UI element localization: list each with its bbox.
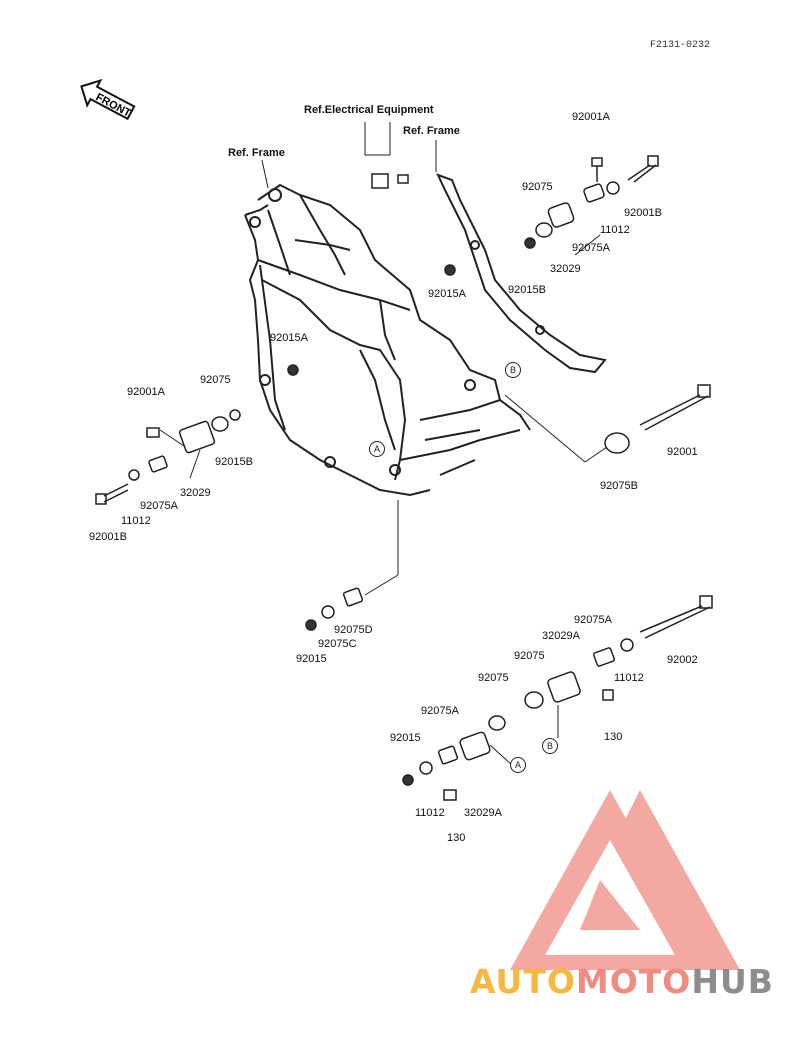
part-label: 92015: [390, 732, 421, 744]
part-label: 92075A: [421, 705, 459, 717]
long-bolt-head-icon: [697, 384, 711, 398]
bracket-32029a-icon-2: [459, 731, 491, 761]
rubber-mount-icon: [535, 222, 553, 238]
part-label: 92075A: [572, 242, 610, 254]
rear-frame-rail: [436, 173, 607, 374]
hardware: [95, 155, 713, 801]
rubber-mount-icon-left: [211, 416, 229, 432]
part-label: 32029: [180, 487, 211, 499]
part-label: 11012: [600, 224, 630, 236]
part-label: 130: [604, 731, 623, 743]
nut-icon: [524, 237, 536, 249]
part-label: 92001A: [127, 386, 165, 398]
part-label: 92001: [667, 446, 698, 458]
ref-electrical-label: Ref.Electrical Equipment: [304, 104, 434, 116]
bracket-ref-icon: [371, 173, 389, 189]
bolt-head-icon-left: [95, 493, 107, 505]
watermark-text: AUTOMOTOHUB: [470, 962, 774, 1001]
part-label: 92001B: [89, 531, 127, 543]
watermark-part-1: AUTO: [470, 962, 576, 1001]
rubber-mount-92075-icon: [524, 691, 544, 709]
spacer-92075c-icon: [321, 605, 335, 619]
spacer-icon-left: [148, 455, 168, 473]
nut-92015-icon: [305, 619, 317, 631]
washer-11012-icon-2: [419, 761, 433, 775]
part-label: 32029A: [542, 630, 580, 642]
bolt-ref-icon: [397, 174, 409, 184]
part-label: 92075: [514, 650, 545, 662]
bracket-32029a-icon: [547, 671, 581, 703]
leader-lines: [159, 122, 611, 766]
part-label: 92015A: [428, 288, 466, 300]
nut-icon-frame: [287, 364, 299, 376]
spacer-92075b-icon: [604, 432, 630, 454]
bracket-icon-left: [178, 420, 216, 454]
part-label: 92001B: [624, 207, 662, 219]
part-label: 92001A: [572, 111, 610, 123]
part-label: 92015B: [508, 284, 546, 296]
main-frame: [244, 183, 531, 497]
ref-frame-right-label: Ref. Frame: [403, 125, 460, 137]
watermark-part-3: HUB: [691, 962, 774, 1001]
bolt-130-icon: [602, 689, 614, 701]
nut-92015-icon-2: [402, 774, 414, 786]
callout-b-mount: B: [542, 738, 558, 754]
spacer-92075d-icon: [342, 587, 364, 607]
washer-icon-left: [128, 469, 140, 481]
part-label: 11012: [614, 672, 644, 684]
long-bolt-92002-head-icon: [699, 595, 713, 609]
rubber-mount-92075-icon-2: [488, 715, 506, 731]
part-label: 11012: [415, 807, 445, 819]
washer-11012-icon: [620, 638, 634, 652]
part-label: 92075: [522, 181, 553, 193]
bolt-icon: [591, 157, 603, 167]
front-arrow-icon: FRONT: [80, 78, 136, 121]
spacer-92075a-icon: [592, 647, 616, 667]
spacer-icon: [583, 183, 605, 203]
bolt-icon-left: [146, 427, 160, 438]
washer-icon: [606, 181, 620, 195]
nut-icon-2: [444, 264, 456, 276]
part-label: 92015: [296, 653, 327, 665]
part-label: 11012: [121, 515, 151, 527]
part-label: 92075A: [140, 500, 178, 512]
part-label: 92075B: [600, 480, 638, 492]
callout-b-frame: B: [505, 362, 521, 378]
part-label: 92075: [200, 374, 231, 386]
part-label: 32029: [550, 263, 581, 275]
part-label: 92075: [478, 672, 509, 684]
nut-icon-left: [229, 409, 241, 421]
spacer-92075a-icon-2: [437, 745, 459, 765]
part-label: 130: [447, 832, 466, 844]
callout-a-mount: A: [510, 757, 526, 773]
bracket-icon: [547, 202, 575, 228]
part-label: 92015B: [215, 456, 253, 468]
ref-frame-left-label: Ref. Frame: [228, 147, 285, 159]
diagram-code: F2131-0232: [650, 40, 711, 51]
bolt-130-icon-2: [443, 789, 457, 801]
bolt-head-icon: [647, 155, 659, 167]
part-label: 92075D: [334, 624, 373, 636]
watermark-logo-icon: [510, 790, 740, 970]
part-label: 92075C: [318, 638, 357, 650]
callout-a-frame: A: [369, 441, 385, 457]
watermark-part-2: MOTO: [575, 962, 692, 1001]
part-label: 92075A: [574, 614, 612, 626]
part-label: 32029A: [464, 807, 502, 819]
part-label: 92002: [667, 654, 698, 666]
part-label: 92015A: [270, 332, 308, 344]
